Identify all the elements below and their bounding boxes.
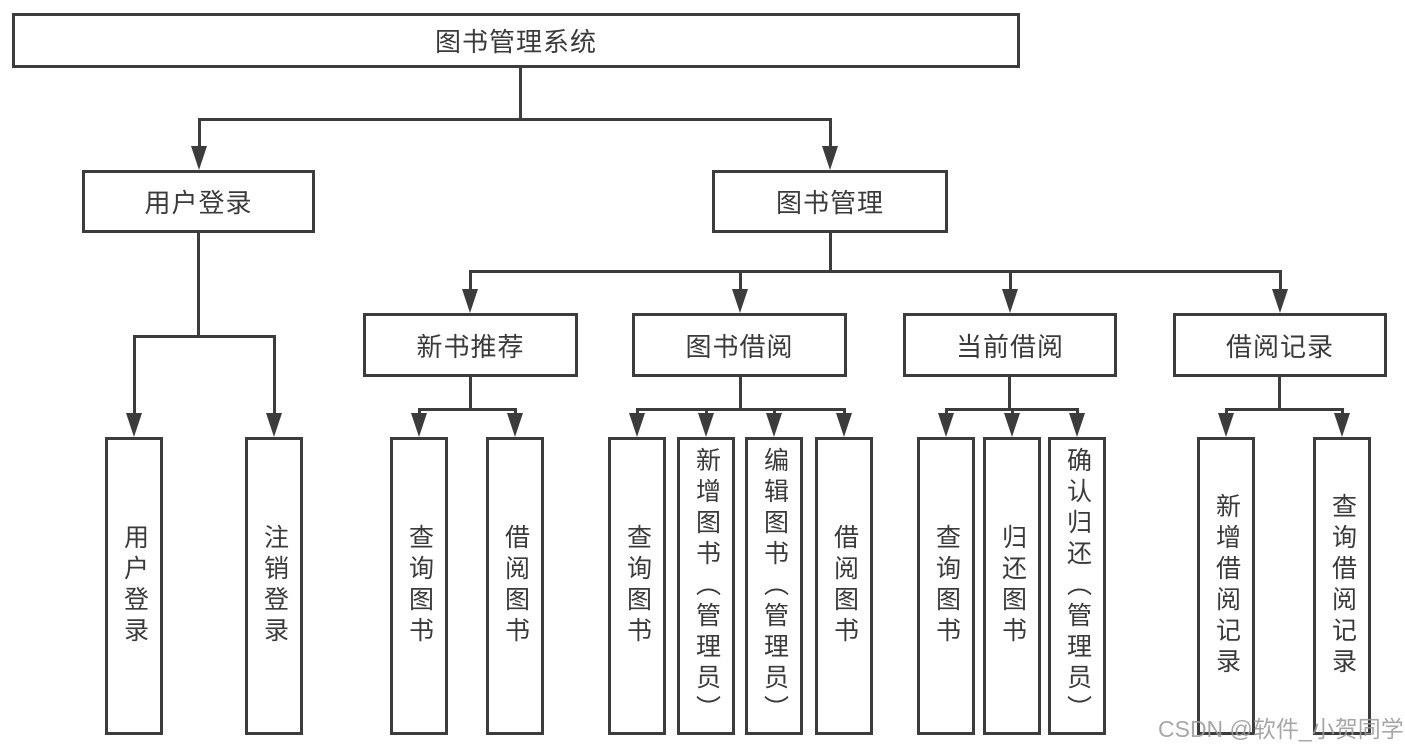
leaf-add-borrow-record: 新增借阅记录: [1197, 437, 1255, 735]
leaf-logout: 注销登录: [245, 437, 303, 735]
connector-arrow: [822, 118, 838, 170]
connector-arrow: [1334, 408, 1350, 437]
leaf-query-borrow-record: 查询借阅记录: [1313, 437, 1371, 735]
connector-arrow: [1272, 270, 1288, 313]
connector-borrowing-stem: [739, 377, 742, 408]
connector-newbook-bar: [419, 408, 515, 411]
leaf-borrow-books-borrowing: 借阅图书: [815, 437, 873, 735]
node-current-borrowing: 当前借阅: [903, 313, 1117, 377]
connector-arrow: [1218, 408, 1234, 437]
leaf-query-books-newbook: 查询图书: [390, 437, 448, 735]
connector-arrow: [462, 270, 478, 313]
leaf-label: 查询图书: [623, 524, 652, 648]
node-book-borrowing: 图书借阅: [632, 313, 847, 377]
connector-newbook-stem: [469, 377, 472, 408]
connector-arrow: [507, 408, 523, 437]
leaf-query-books-borrowing: 查询图书: [608, 437, 666, 735]
leaf-label: 借阅图书: [501, 524, 530, 648]
node-borrowing-records: 借阅记录: [1173, 313, 1387, 377]
connector-bookmgmt-stem: [829, 233, 832, 270]
leaf-label: 新增图书（管理员）: [692, 446, 721, 726]
leaf-label: 归还图书: [998, 524, 1027, 648]
leaf-edit-books-admin: 编辑图书（管理员）: [745, 437, 803, 735]
connector-arrow: [1069, 408, 1085, 437]
connector-records-stem: [1278, 377, 1281, 408]
connector-arrow: [266, 335, 282, 437]
connector-arrow: [126, 335, 142, 437]
leaf-user-login: 用户登录: [105, 437, 163, 735]
connector-root-bar: [198, 118, 832, 121]
watermark: CSDN @软件_小贺同学: [1158, 716, 1404, 742]
connector-arrow: [698, 408, 714, 437]
connector-records-bar: [1226, 408, 1342, 411]
leaf-label: 编辑图书（管理员）: [760, 446, 789, 726]
connector-userlogin-stem: [197, 233, 200, 335]
connector-borrowing-bar: [637, 408, 844, 411]
leaf-label: 用户登录: [120, 524, 149, 648]
leaf-label: 查询借阅记录: [1328, 493, 1357, 679]
connector-root-stem: [519, 68, 522, 118]
leaf-return-books: 归还图书: [983, 437, 1041, 735]
leaf-label: 注销登录: [260, 524, 289, 648]
leaf-label: 借阅图书: [830, 524, 859, 648]
connector-arrow: [836, 408, 852, 437]
leaf-label: 确认归还（管理员）: [1063, 446, 1092, 726]
connector-arrow: [732, 270, 748, 313]
connector-arrow: [766, 408, 782, 437]
leaf-label: 查询图书: [405, 524, 434, 648]
node-book-management: 图书管理: [712, 170, 948, 233]
leaf-label: 新增借阅记录: [1212, 493, 1241, 679]
connector-userlogin-bar: [134, 335, 274, 338]
connector-current-stem: [1008, 377, 1011, 408]
node-new-book-recommend: 新书推荐: [363, 313, 578, 377]
node-root: 图书管理系统: [12, 13, 1020, 68]
connector-arrow: [411, 408, 427, 437]
connector-arrow: [629, 408, 645, 437]
node-user-login: 用户登录: [82, 170, 315, 233]
connector-bookmgmt-bar: [470, 270, 1280, 273]
connector-arrow: [191, 118, 207, 170]
leaf-borrow-books-newbook: 借阅图书: [486, 437, 544, 735]
connector-arrow: [1002, 270, 1018, 313]
leaf-confirm-return-admin: 确认归还（管理员）: [1048, 437, 1106, 735]
leaf-label: 查询图书: [932, 524, 961, 648]
connector-arrow: [1004, 408, 1020, 437]
leaf-add-books-admin: 新增图书（管理员）: [677, 437, 735, 735]
connector-arrow: [938, 408, 954, 437]
leaf-query-books-current: 查询图书: [917, 437, 975, 735]
